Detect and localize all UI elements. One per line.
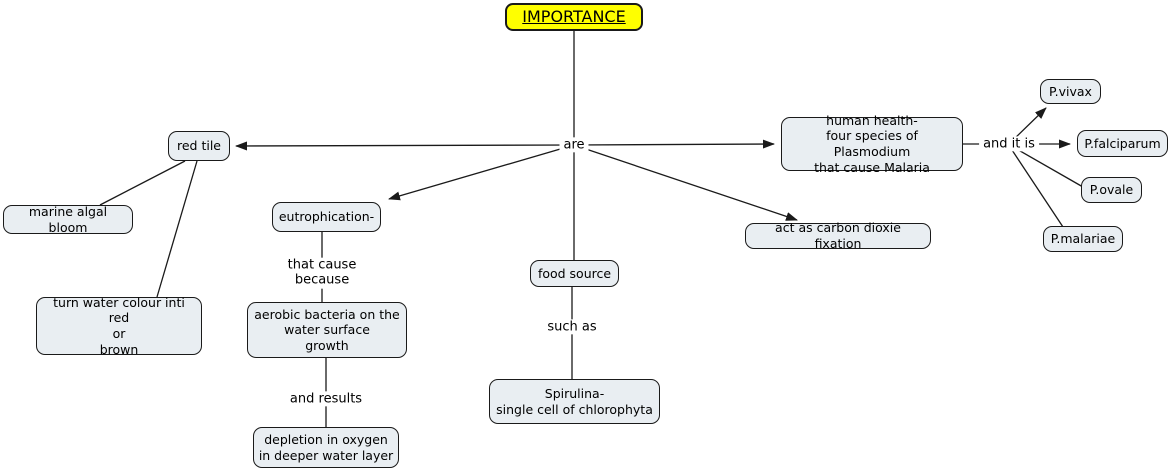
node-spirulina[interactable]: Spirulina- single cell of chlorophyta — [489, 379, 660, 424]
connector-are-humanhealth — [573, 139, 775, 149]
linking-phrase-and-results[interactable]: and results — [285, 391, 367, 407]
connector-are-carbonfixation — [573, 144, 798, 221]
node-turn-water-colour[interactable]: turn water colour inti red or brown — [36, 295, 202, 357]
node-human-health[interactable]: human health- four species of Plasmodium… — [781, 113, 963, 175]
node-p-malariae[interactable]: P.malariae — [1043, 226, 1123, 252]
node-p-ovale[interactable]: P.ovale — [1081, 177, 1142, 203]
connector-redtile-marinebloom — [99, 160, 186, 206]
linking-phrase-that-cause-because[interactable]: that cause because — [283, 257, 361, 289]
connector-redtile-turnwater — [156, 160, 198, 298]
node-marine-algal-bloom[interactable]: marine algal bloom — [3, 204, 133, 235]
linking-phrase-such-as[interactable]: such as — [543, 319, 601, 335]
node-aerobic-bacteria[interactable]: aerobic bacteria on the water surface gr… — [247, 302, 407, 358]
connector-anditis-pvivax — [1011, 107, 1047, 142]
linking-phrase-and-it-is[interactable]: and it is — [979, 136, 1039, 152]
connector-anditis-povale — [1014, 147, 1084, 188]
connector-are-redtile — [235, 141, 575, 151]
node-p-falciparum[interactable]: P.falciparum — [1077, 130, 1168, 157]
node-p-vivax[interactable]: P.vivax — [1040, 79, 1101, 104]
connector-anditis-pmalariae — [1011, 149, 1064, 228]
node-red-tile[interactable]: red tile — [168, 131, 230, 161]
node-importance[interactable]: IMPORTANCE — [505, 3, 643, 31]
node-eutrophication[interactable]: eutrophication- — [272, 202, 381, 232]
node-carbon-fixation[interactable]: act as carbon dioxie fixation — [745, 220, 931, 251]
linking-phrase-are[interactable]: are — [559, 137, 589, 153]
node-food-source[interactable]: food source — [530, 260, 619, 287]
connector-are-eutrophication — [388, 144, 575, 201]
node-depletion-oxygen[interactable]: depletion in oxygen in deeper water laye… — [253, 427, 399, 468]
